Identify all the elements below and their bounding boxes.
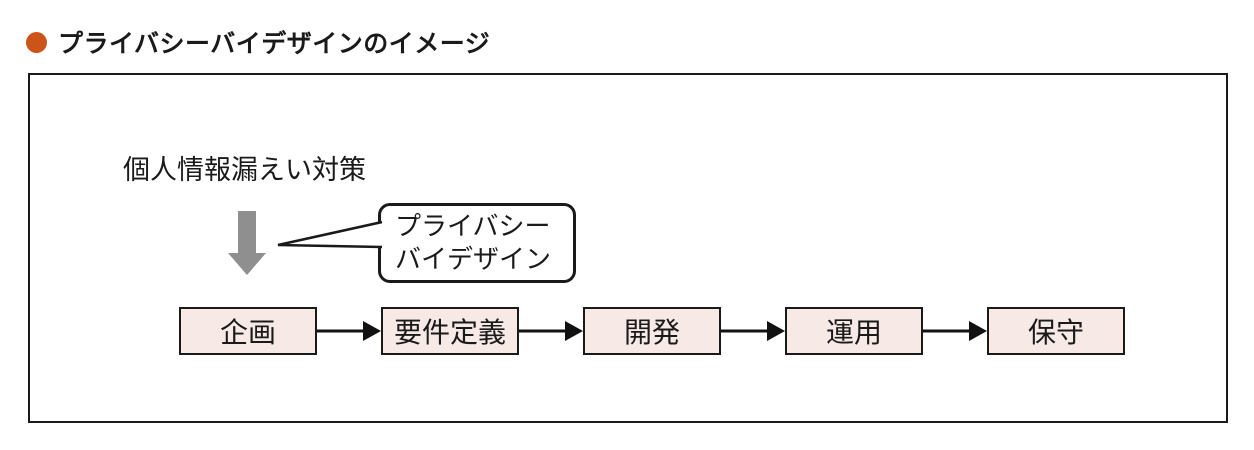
title-bullet-icon [26, 31, 47, 53]
stage-box-operation: 運用 [785, 307, 923, 355]
stage-box-requirements: 要件定義 [381, 307, 519, 355]
stage-box-maintenance: 保守 [987, 307, 1125, 355]
callout-line-2: バイデザイン [395, 244, 552, 274]
right-arrow-icon [923, 321, 987, 341]
stage-box-development: 開発 [583, 307, 721, 355]
callout-bubble: プライバシー バイデザイン [378, 203, 576, 283]
right-arrow-icon [519, 321, 583, 341]
title-row: プライバシーバイデザインのイメージ [26, 24, 490, 60]
countermeasure-label: 個人情報漏えい対策 [123, 155, 366, 185]
stage-box-planning: 企画 [179, 307, 317, 355]
down-arrow-icon [228, 211, 266, 275]
right-arrow-icon [721, 321, 785, 341]
page-title: プライバシーバイデザインのイメージ [58, 30, 491, 58]
diagram-frame: 個人情報漏えい対策 プライバシー バイデザイン 企画 要件定義 開発 [28, 73, 1228, 423]
callout-line-1: プライバシー [395, 211, 551, 241]
right-arrow-icon [317, 321, 381, 341]
callout-tail [277, 220, 383, 249]
process-flow: 企画 要件定義 開発 運用 保守 [179, 307, 1125, 355]
